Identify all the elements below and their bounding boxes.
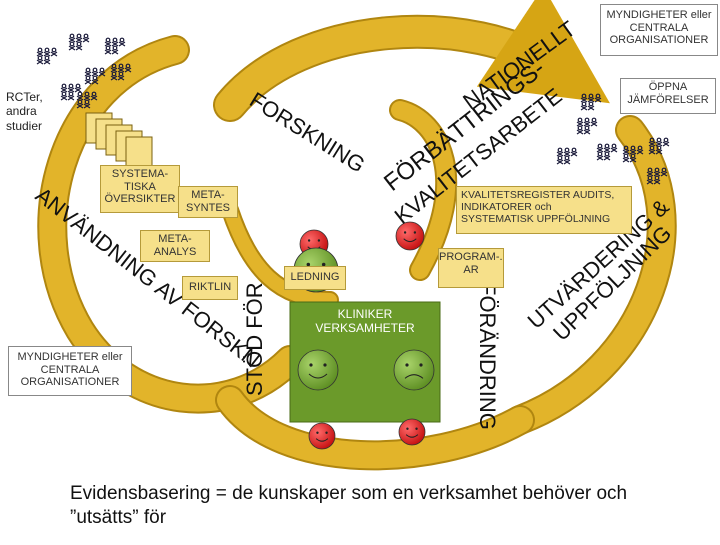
person-icon: [603, 151, 611, 161]
person-icon: [580, 101, 588, 111]
metasyntes-box: META-SYNTES: [178, 186, 238, 218]
person-icon: [629, 153, 637, 163]
person-icon: [603, 143, 611, 153]
person-icon: [587, 93, 595, 103]
smiley-icon: [395, 221, 425, 251]
person-icon: [68, 41, 76, 51]
smiley-icon: [398, 418, 426, 446]
person-icon: [653, 167, 661, 177]
metaanalys-box: META-ANALYS: [140, 230, 210, 262]
riktlinjer-box: RIKTLIN: [182, 276, 238, 300]
person-icon: [580, 93, 588, 103]
person-icon: [84, 67, 92, 77]
person-icon: [68, 33, 76, 43]
person-icon: [83, 91, 91, 101]
person-icon: [110, 63, 118, 73]
person-icon: [111, 45, 119, 55]
person-icon: [570, 147, 578, 157]
person-icon: [556, 147, 564, 157]
person-icon: [629, 145, 637, 155]
frown-icon: [393, 349, 435, 391]
person-icon: [648, 145, 656, 155]
person-icon: [67, 83, 75, 93]
person-icon: [43, 47, 51, 57]
person-icon: [50, 47, 58, 57]
person-icon: [83, 99, 91, 109]
ledning-box: LEDNING: [284, 266, 346, 290]
person-icon: [76, 91, 84, 101]
person-icon: [82, 33, 90, 43]
person-icon: [662, 137, 670, 147]
person-icon: [576, 125, 584, 135]
person-icon: [36, 47, 44, 57]
smiley-icon: [297, 349, 339, 391]
person-icon: [576, 117, 584, 127]
person-icon: [111, 37, 119, 47]
label-forandring: FÖRÄNDRING: [475, 282, 500, 430]
person-icon: [98, 67, 106, 77]
person-icon: [117, 71, 125, 81]
rcter-label: RCTer, andra studier: [6, 90, 43, 133]
person-icon: [646, 167, 654, 177]
study-cards: [85, 112, 153, 168]
person-icon: [118, 37, 126, 47]
person-icon: [75, 41, 83, 51]
person-icon: [110, 71, 118, 81]
person-icon: [60, 91, 68, 101]
person-icon: [104, 37, 112, 47]
person-icon: [43, 55, 51, 65]
person-icon: [646, 175, 654, 185]
label-stod-for: STÖD FÖR: [242, 282, 267, 396]
person-icon: [563, 155, 571, 165]
person-icon: [75, 33, 83, 43]
label-forskning: FORSKNING: [245, 87, 369, 178]
program-box: PROGRAM-...-AR: [438, 248, 504, 288]
person-icon: [596, 143, 604, 153]
person-icon: [124, 63, 132, 73]
person-icon: [590, 117, 598, 127]
caption: Evidensbasering = de kunskaper som en ve…: [70, 483, 628, 528]
person-icon: [91, 75, 99, 85]
person-icon: [583, 125, 591, 135]
kvalitets-box: KVALITETSREGISTER AUDITS, INDIKATORER oc…: [456, 186, 632, 234]
person-icon: [622, 153, 630, 163]
systematiska-box: SYSTEMA-TISKA ÖVERSIKTER: [100, 165, 180, 213]
person-icon: [594, 93, 602, 103]
person-icon: [655, 137, 663, 147]
org-box-bottom-left: MYNDIGHETER eller CENTRALA ORGANISATIONE…: [8, 346, 132, 396]
kliniker-label: KLINIKER VERKSAMHETER: [315, 307, 415, 335]
person-icon: [636, 145, 644, 155]
person-icon: [74, 83, 82, 93]
oppna-box: ÖPPNA JÄMFÖRELSER: [620, 78, 716, 114]
person-icon: [622, 145, 630, 155]
person-icon: [610, 143, 618, 153]
smiley-icon: [308, 422, 336, 450]
person-icon: [67, 91, 75, 101]
person-icon: [60, 83, 68, 93]
person-icon: [117, 63, 125, 73]
person-icon: [84, 75, 92, 85]
person-icon: [104, 45, 112, 55]
org-box-top-right: MYNDIGHETER eller CENTRALA ORGANISATIONE…: [600, 4, 718, 56]
person-icon: [660, 167, 668, 177]
person-icon: [596, 151, 604, 161]
person-icon: [76, 99, 84, 109]
person-icon: [563, 147, 571, 157]
person-icon: [583, 117, 591, 127]
person-icon: [655, 145, 663, 155]
person-icon: [90, 91, 98, 101]
person-icon: [653, 175, 661, 185]
person-icon: [587, 101, 595, 111]
person-cluster-icon: [36, 33, 706, 185]
person-icon: [556, 155, 564, 165]
person-icon: [91, 67, 99, 77]
person-icon: [36, 55, 44, 65]
person-icon: [648, 137, 656, 147]
